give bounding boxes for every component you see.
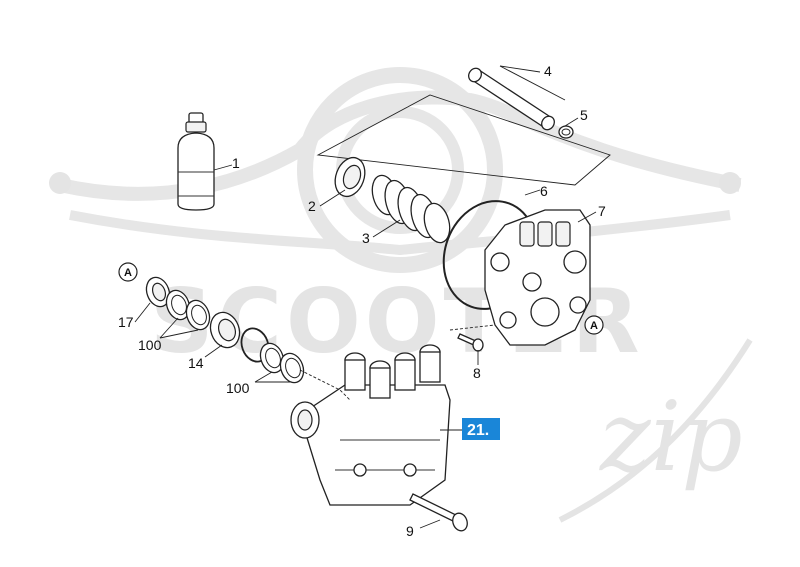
part-retaining-clip — [558, 125, 574, 139]
watermark-scooter-emblem — [58, 67, 742, 273]
callout-2: 2 — [308, 198, 316, 214]
callout-6: 6 — [540, 183, 548, 199]
part-oil-bottle — [177, 112, 215, 211]
part-seal-100-left-b — [185, 299, 211, 331]
assembly-badge-label: 21. — [467, 422, 489, 439]
callout-1: 1 — [232, 155, 240, 171]
ref-marker-right-label: A — [590, 320, 598, 332]
callout-100-upper: 100 — [138, 337, 162, 353]
part-seal-100-left-a — [165, 289, 191, 321]
ref-marker-left: A — [118, 262, 138, 282]
assembly-badge: 21. — [462, 418, 500, 440]
callout-labels: 1 2 3 4 5 6 7 8 9 14 17 100 100 — [118, 63, 606, 539]
part-seal-100-right-b — [279, 352, 305, 384]
part-manifold — [290, 344, 451, 506]
part-seal-17 — [145, 276, 171, 308]
part-long-bolt — [409, 493, 468, 532]
ref-marker-left-label: A — [124, 267, 132, 279]
watermark-swoosh — [558, 338, 753, 523]
callout-17: 17 — [118, 314, 134, 330]
assembly-badge-bg — [462, 418, 500, 440]
leader-lines — [134, 65, 597, 529]
ref-marker-right: A — [584, 315, 604, 335]
callout-100-lower: 100 — [226, 380, 250, 396]
callout-3: 3 — [362, 230, 370, 246]
callout-8: 8 — [473, 365, 481, 381]
part-pump-housing — [484, 209, 591, 346]
part-seal-washer — [334, 156, 366, 198]
group-frame-4-5 — [316, 94, 611, 186]
callout-14: 14 — [188, 355, 204, 371]
part-plunger-rod — [468, 67, 555, 131]
part-seal-100-right-a — [259, 342, 285, 374]
callout-9: 9 — [406, 523, 414, 539]
part-seal-14 — [209, 311, 241, 349]
watermark-dot-left — [49, 172, 71, 194]
callout-7: 7 — [598, 203, 606, 219]
part-spring — [371, 174, 451, 244]
callout-4: 4 — [544, 63, 552, 79]
callout-5: 5 — [580, 107, 588, 123]
watermark-dot-right — [719, 172, 741, 194]
